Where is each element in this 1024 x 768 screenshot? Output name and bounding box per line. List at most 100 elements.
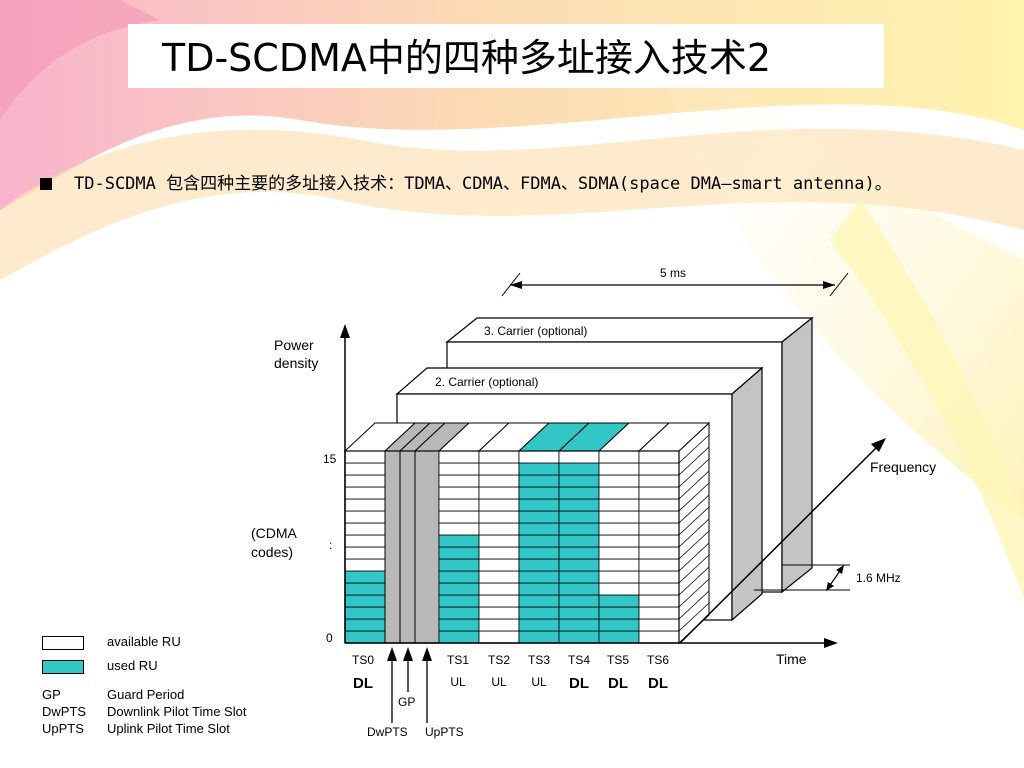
ts4-code-cell [558,450,600,464]
ts6-code-cell [638,534,680,548]
ts3-code-cell [518,558,560,572]
ts2-code-cell [478,486,520,500]
ts6-code-cell [638,474,680,488]
ts6-code-cell [638,450,680,464]
ts0-code-cell [344,450,386,464]
ts1-code-cell [438,618,480,632]
ts0-direction-label: DL [353,675,373,692]
dwpts-arrow-icon [387,647,397,661]
ts3-code-cell [518,582,560,596]
grid-side-line [678,578,710,608]
bandwidth-label: 1.6 MHz [856,571,901,585]
carrier-1-grid [343,421,711,645]
ts2-direction-label: UL [491,675,507,689]
ts4-code-cell [558,570,600,584]
ts3-code-cell [518,462,560,476]
y-tick-mid: : [329,538,332,552]
ts1-code-cell [438,582,480,596]
ts6-code-cell [638,558,680,572]
ts4-code-cell [558,630,600,644]
ts1-code-cell [438,570,480,584]
ts3-direction-label: UL [531,675,547,689]
ts3-code-cell [518,498,560,512]
duration-label: 5 ms [660,266,686,280]
ts5-code-cell [598,546,640,560]
ts0-code-cell [344,510,386,524]
ts2-code-cell [478,522,520,536]
frequency-label: Frequency [870,459,936,475]
frequency-axis [679,443,881,644]
ts3-code-cell [518,486,560,500]
ts1-code-cell [438,534,480,548]
ts2-code-cell [478,570,520,584]
legend-abbr-dwpts: DwPTS [42,704,87,719]
ts4-code-cell [558,582,600,596]
grid-side-line [678,494,710,524]
duration-tick-right [829,272,849,297]
ts6-code-cell [638,498,680,512]
ts6-direction-label: DL [648,675,668,692]
bullet-square-icon [40,178,52,190]
ts6-code-cell [638,594,680,608]
ts4-code-cell [558,594,600,608]
ts3-code-cell [518,522,560,536]
bandwidth-arrow-down-icon [826,582,834,591]
ts1-direction-label: UL [450,675,466,689]
ts5-code-cell [598,462,640,476]
frequency-axis-arrow-icon [871,438,886,452]
ts2-code-cell [478,606,520,620]
ts5-name-label: TS5 [607,653,629,667]
ts2-code-cell [478,450,520,464]
ts4-code-cell [558,498,600,512]
ts4-code-cell [558,474,600,488]
ts5-code-cell [598,510,640,524]
ts6-code-cell [638,570,680,584]
y-axis-arrow-icon [340,324,350,338]
ts1-code-cell [438,510,480,524]
uppts-arrow-icon [422,647,432,661]
carrier-2-label: 2. Carrier (optional) [435,375,538,389]
y-axis-label-line1: Power [274,337,314,353]
ts1-code-cell [438,594,480,608]
grid-side-line [678,590,710,620]
uppts-label: UpPTS [425,725,464,739]
grid-side-line [678,458,710,488]
ts3-code-cell [518,630,560,644]
grid-side-line [678,434,710,464]
duration-arrow-right-icon [823,281,835,289]
ts4-code-cell [558,606,600,620]
legend-desc-dwpts: Downlink Pilot Time Slot [107,704,247,719]
ts6-code-cell [638,486,680,500]
pilot-arrows [387,647,432,723]
grid-side-line [678,482,710,512]
ts6-name-label: TS6 [647,653,669,667]
legend-desc-uppts: Uplink Pilot Time Slot [107,721,230,736]
ts4-code-cell [558,534,600,548]
uppts-column [414,450,440,644]
grid-side-line [678,542,710,572]
ts0-code-cell [344,534,386,548]
ts1-code-cell [438,546,480,560]
ts3-code-cell [518,450,560,464]
legend-used-label: used RU [107,658,158,673]
ts4-code-cell [558,558,600,572]
ts1-code-cell [438,474,480,488]
ts1-code-cell [438,606,480,620]
ts0-code-cell [344,546,386,560]
ts6-code-cell [638,630,680,644]
ts3-code-cell [518,594,560,608]
ts1-code-cell [438,630,480,644]
ts5-code-cell [598,570,640,584]
ts5-code-cell [598,558,640,572]
ts1-code-cell [438,558,480,572]
slide-title: TD-SCDMA中的四种多址接入技术2 [162,36,772,80]
ts2-code-cell [478,462,520,476]
gp-arrow-icon [403,647,413,661]
ts6-code-cell [638,582,680,596]
bandwidth-arrow-up-icon [836,565,844,574]
y-tick-15: 15 [323,452,337,466]
ts0-code-cell [344,630,386,644]
grid-side-line [678,602,710,632]
